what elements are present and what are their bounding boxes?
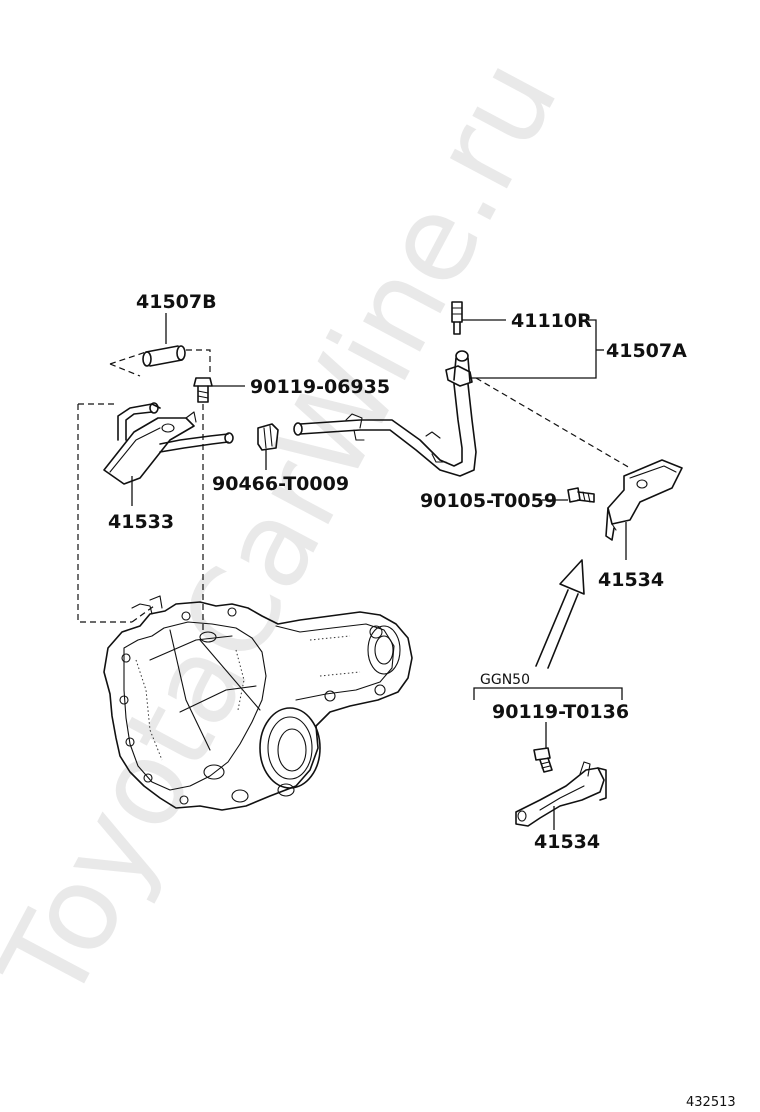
label-41534-lower: 41534 xyxy=(534,831,600,853)
bracket-leader-41507A xyxy=(470,319,597,379)
variant-group-ggn50 xyxy=(473,687,623,700)
plug-41110R xyxy=(451,301,463,335)
hose-41507B xyxy=(142,345,186,367)
bolt-90105-T0059 xyxy=(567,487,595,503)
drawing-reference-number: 432513 xyxy=(686,1095,736,1110)
pipe-41533 xyxy=(103,402,234,485)
label-ggn50: GGN50 xyxy=(480,672,530,688)
label-41507A: 41507A xyxy=(606,340,687,362)
hose-41507A xyxy=(293,350,477,477)
watermark-text: ToyotaCarWine.ru xyxy=(0,37,584,1024)
reference-arrow xyxy=(535,559,585,669)
label-41533: 41533 xyxy=(108,511,174,533)
label-41110R: 41110R xyxy=(511,310,592,332)
label-90105-T0059: 90105-T0059 xyxy=(420,490,557,512)
watermark: ToyotaCarWine.ru xyxy=(0,37,584,1024)
label-90466-T0009: 90466-T0009 xyxy=(212,473,349,495)
differential-carrier xyxy=(103,595,413,811)
label-41507B: 41507B xyxy=(136,291,217,313)
label-90119-06935: 90119-06935 xyxy=(250,376,390,398)
bolt-90119-T0136 xyxy=(533,747,553,773)
label-41534-upper: 41534 xyxy=(598,569,664,591)
clip-90466-T0009 xyxy=(257,423,279,451)
bracket-41534-upper xyxy=(605,459,683,541)
bracket-41534-lower xyxy=(515,761,607,827)
assembly-dashed-lines xyxy=(77,349,631,630)
bolt-90119-06935 xyxy=(193,377,213,403)
label-90119-T0136: 90119-T0136 xyxy=(492,701,629,723)
